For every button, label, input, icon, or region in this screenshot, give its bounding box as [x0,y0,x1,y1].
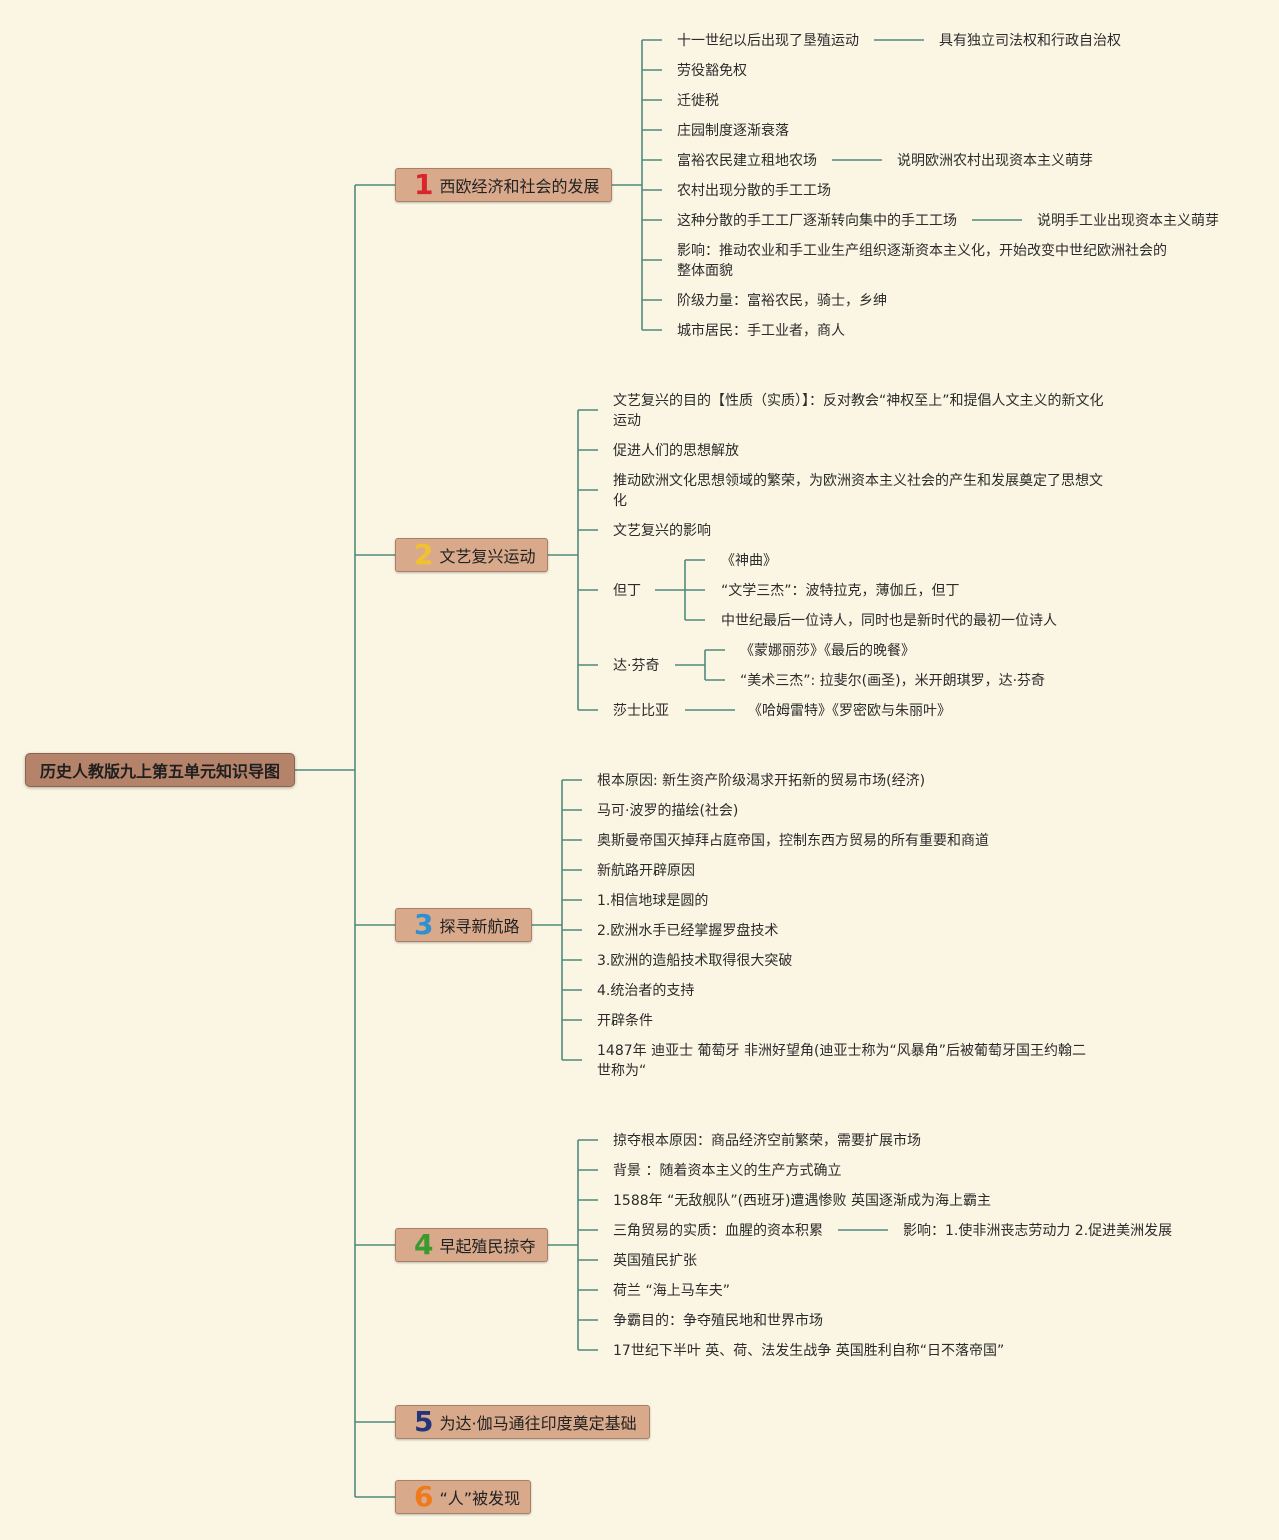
branch-3-box[interactable]: 3 探寻新航路 [395,908,532,942]
topic-item[interactable]: 3.欧洲的造船技术取得很大突破 [597,953,793,969]
topic-item[interactable]: 掠夺根本原因：商品经济空前繁荣，需要扩展市场 [613,1133,921,1149]
branch-label: 探寻新航路 [439,917,520,936]
topic-item[interactable]: 城市居民：手工业者，商人 [677,323,845,339]
branch-number: 2 [414,538,434,571]
topic-item[interactable]: 影响：推动农业和手工业生产组织逐渐资本主义化，开始改变中世纪欧洲社会的整体面貌 [677,243,1167,279]
topic-item[interactable]: 争霸目的：争夺殖民地和世界市场 [613,1313,823,1329]
topic-item[interactable]: 推动欧洲文化思想领域的繁荣，为欧洲资本主义社会的产生和发展奠定了思想文化 [613,473,1103,509]
topic-item[interactable]: 文艺复兴的影响 [613,523,711,539]
branch-label: 为达·伽马通往印度奠定基础 [439,1414,637,1433]
topic-item[interactable]: 根本原因: 新生资产阶级渴求开拓新的贸易市场(经济) [597,773,926,789]
branch-number: 5 [414,1405,434,1438]
branch-1-box[interactable]: 1 西欧经济和社会的发展 [395,168,612,202]
topic-item[interactable]: 背景 ：随着资本主义的生产方式确立 [613,1163,842,1179]
topic-item[interactable]: 三角贸易的实质：血腥的资本积累 [613,1223,823,1239]
topic-item[interactable]: 迁徙税 [677,93,719,109]
subtopic-item[interactable]: 影响：1.使非洲丧志劳动力 2.促进美洲发展 [903,1223,1173,1239]
topic-item[interactable]: 劳役豁免权 [677,63,747,79]
branch-label: “人”被发现 [439,1489,521,1508]
topic-item[interactable]: 1.相信地球是圆的 [597,893,709,909]
topic-item[interactable]: 4.统治者的支持 [597,983,695,999]
topic-item[interactable]: 但丁 [613,583,641,599]
subtopic-item[interactable]: “美术三杰”: 拉斐尔(画圣)，米开朗琪罗，达·芬奇 [740,673,1046,689]
topic-item[interactable]: 农村出现分散的手工工场 [677,183,831,199]
topic-item[interactable]: 1588年 “无敌舰队”(西班牙)遭遇惨败 英国逐渐成为海上霸主 [613,1193,991,1209]
branch-number: 1 [414,168,434,201]
branch-label: 西欧经济和社会的发展 [439,177,600,196]
branch-label: 早起殖民掠夺 [439,1237,536,1256]
topic-item[interactable]: 17世纪下半叶 英、荷、法发生战争 英国胜利自称“日不落帝国” [613,1343,1005,1359]
topic-item[interactable]: 奥斯曼帝国灭掉拜占庭帝国，控制东西方贸易的所有重要和商道 [597,833,989,849]
topic-item[interactable]: 文艺复兴的目的【性质（实质）】：反对教会“神权至上”和提倡人文主义的新文化运动 [613,393,1104,429]
branch-6-box[interactable]: 6 “人”被发现 [395,1480,531,1514]
topic-item[interactable]: 荷兰 “海上马车夫” [613,1283,730,1299]
topic-item[interactable]: 达·芬奇 [613,658,660,674]
topic-item[interactable]: 富裕农民建立租地农场 [677,153,817,169]
branch-5-box[interactable]: 5 为达·伽马通往印度奠定基础 [395,1405,650,1439]
subtopic-item[interactable]: 《蒙娜丽莎》《最后的晚餐》 [740,643,915,659]
subtopic-item[interactable]: 说明手工业出现资本主义萌芽 [1037,213,1219,229]
subtopic-item[interactable]: 具有独立司法权和行政自治权 [939,33,1121,49]
branch-label: 文艺复兴运动 [439,547,536,566]
topic-item[interactable]: 阶级力量：富裕农民，骑士，乡绅 [677,293,887,309]
subtopic-item[interactable]: 《哈姆雷特》《罗密欧与朱丽叶》 [748,703,951,719]
subtopic-item[interactable]: “文学三杰”：波特拉克，薄伽丘，但丁 [721,583,960,599]
branch-number: 3 [414,908,434,941]
topic-item[interactable]: 这种分散的手工工厂逐渐转向集中的手工工场 [677,213,957,229]
branch-number: 6 [414,1480,434,1513]
subtopic-item[interactable]: 说明欧洲农村出现资本主义萌芽 [897,153,1093,169]
topic-item[interactable]: 新航路开辟原因 [597,863,695,879]
subtopic-item[interactable]: 《神曲》 [721,553,777,569]
branch-4-box[interactable]: 4 早起殖民掠夺 [395,1228,548,1262]
topic-item[interactable]: 莎士比亚 [613,703,669,719]
topic-item[interactable]: 2.欧洲水手已经掌握罗盘技术 [597,923,779,939]
topic-item[interactable]: 英国殖民扩张 [613,1253,697,1269]
topic-item[interactable]: 促进人们的思想解放 [613,443,739,459]
topic-item[interactable]: 马可·波罗的描绘(社会) [597,803,739,819]
topic-item[interactable]: 开辟条件 [597,1013,653,1029]
subtopic-item[interactable]: 中世纪最后一位诗人，同时也是新时代的最初一位诗人 [721,613,1057,629]
topic-item[interactable]: 1487年 迪亚士 葡萄牙 非洲好望角(迪亚士称为“风暴角”后被葡萄牙国王约翰二… [597,1043,1086,1079]
root-node[interactable]: 历史人教版九上第五单元知识导图 [25,753,295,787]
topic-item[interactable]: 十一世纪以后出现了垦殖运动 [677,33,859,49]
branch-2-box[interactable]: 2 文艺复兴运动 [395,538,548,572]
branch-number: 4 [414,1228,434,1261]
topic-item[interactable]: 庄园制度逐渐衰落 [677,123,789,139]
